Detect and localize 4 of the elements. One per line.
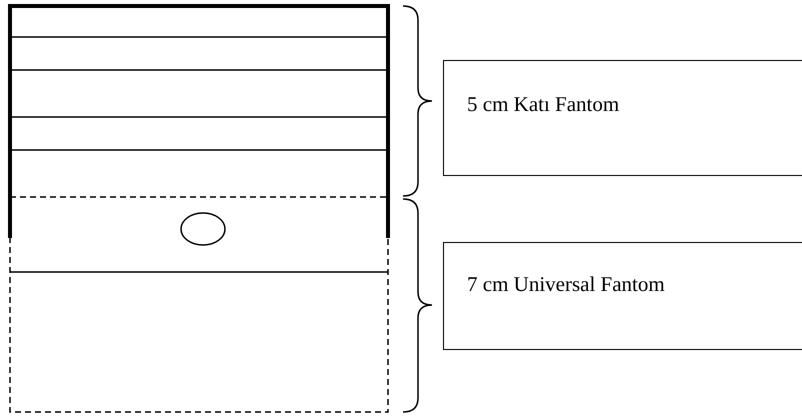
text-box (443, 60, 802, 176)
text-box (443, 242, 802, 350)
box-label: 5 cm Katı Fantom (467, 92, 620, 117)
box-label: 7 cm Universal Fantom (467, 272, 665, 297)
